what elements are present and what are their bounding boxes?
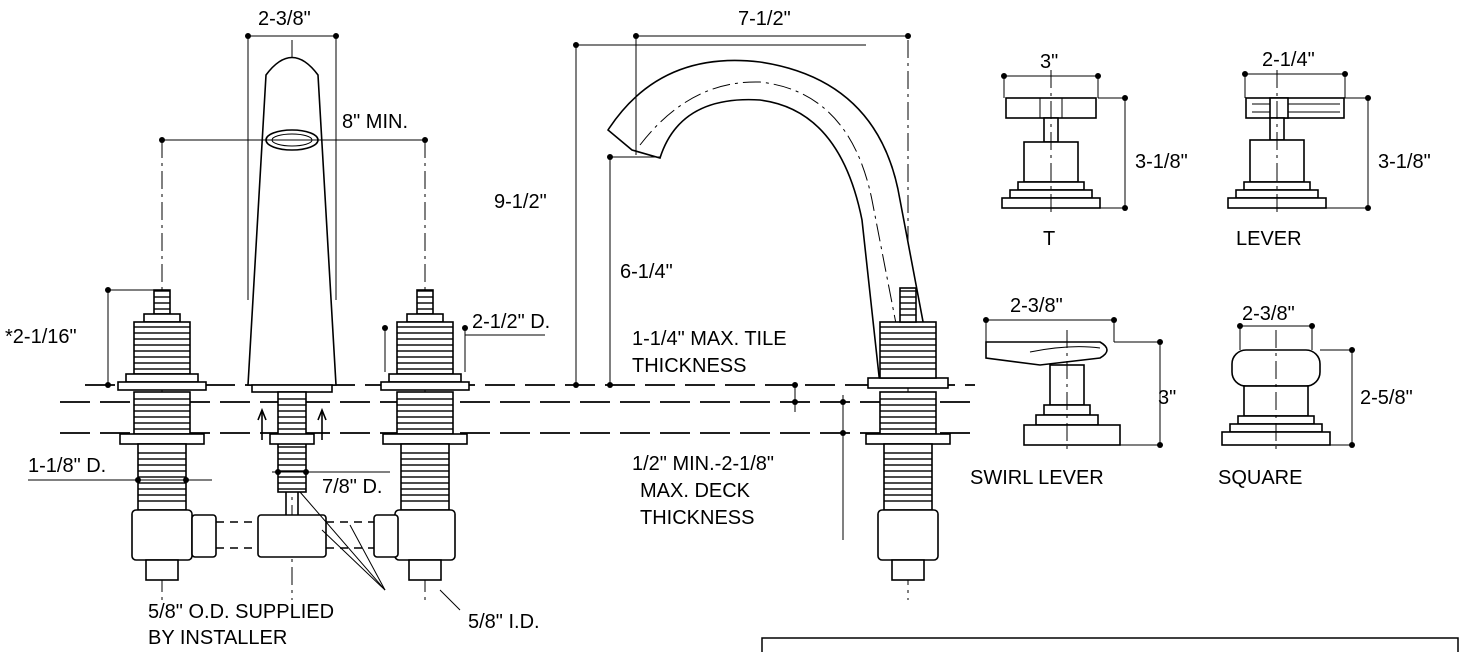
supply-od-line2: BY INSTALLER bbox=[148, 627, 287, 649]
handle-square-width: 2-3/8" bbox=[1242, 303, 1295, 325]
handle-square: 2-3/8" 2-5/8" SQUARE bbox=[1218, 303, 1413, 489]
dimension-lines bbox=[28, 33, 911, 611]
handle-square-height: 2-5/8" bbox=[1360, 387, 1413, 409]
handle-square-name: SQUARE bbox=[1218, 467, 1302, 489]
side-spout bbox=[606, 40, 951, 600]
spout-reach-label: 7-1/2" bbox=[738, 8, 791, 30]
stem-dia-label: 2-1/2" D. bbox=[472, 311, 550, 333]
left-valve bbox=[117, 140, 217, 600]
handle-swirl-width: 2-3/8" bbox=[1010, 295, 1063, 317]
spout-outlet-height-label: 6-1/4" bbox=[620, 261, 673, 283]
supply-id-label: 5/8" I.D. bbox=[468, 611, 540, 633]
dimension-labels: 2-3/8" 8" MIN. *2-1/16" 2-1/2" D. 1-1/8"… bbox=[5, 8, 791, 649]
handle-t-name: T bbox=[1043, 228, 1055, 250]
deck-thickness-line3: THICKNESS bbox=[640, 507, 754, 529]
handle-t: 3" 3-1/8" T bbox=[1001, 51, 1188, 250]
supply-od-line1: 5/8" O.D. SUPPLIED bbox=[148, 601, 334, 623]
stem-height-label: *2-1/16" bbox=[5, 326, 77, 348]
handle-swirl-lever: 2-3/8" 3" SWIRL LEVER bbox=[970, 295, 1176, 489]
handle-lever-height: 3-1/8" bbox=[1378, 151, 1431, 173]
handle-swirl-name: SWIRL LEVER bbox=[970, 467, 1104, 489]
inlet-dia-label: 7/8" D. bbox=[322, 476, 382, 498]
handle-swirl-height: 3" bbox=[1158, 387, 1176, 409]
shank-dia-label: 1-1/8" D. bbox=[28, 455, 106, 477]
handle-lever: 2-1/4" 3-1/8" LEVER bbox=[1227, 49, 1431, 250]
deck-thickness-line2: MAX. DECK bbox=[640, 480, 751, 502]
tile-thickness-line1: 1-1/4" MAX. TILE bbox=[632, 328, 787, 350]
handle-lever-width: 2-1/4" bbox=[1262, 49, 1315, 71]
spout-width-label: 2-3/8" bbox=[258, 8, 311, 30]
deck-thickness-line1: 1/2" MIN.-2-1/8" bbox=[632, 453, 774, 475]
spout-height-label: 9-1/2" bbox=[494, 191, 547, 213]
handle-t-width: 3" bbox=[1040, 51, 1058, 73]
spread-min-label: 8" MIN. bbox=[342, 111, 408, 133]
handle-lever-name: LEVER bbox=[1236, 228, 1302, 250]
handle-t-height: 3-1/8" bbox=[1135, 151, 1188, 173]
tile-thickness-line2: THICKNESS bbox=[632, 355, 746, 377]
deck-lines bbox=[60, 384, 975, 434]
note-box bbox=[761, 637, 1459, 652]
right-valve bbox=[373, 140, 470, 600]
